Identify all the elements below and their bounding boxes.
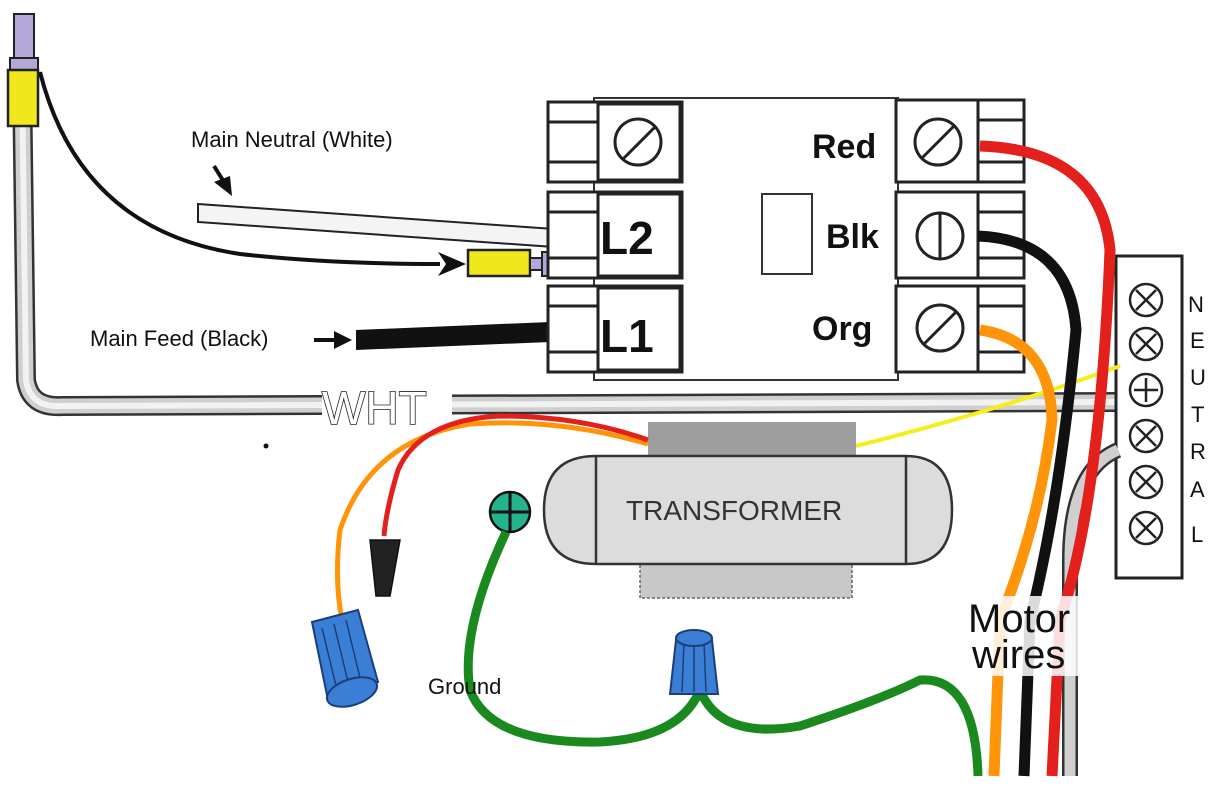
black-jumper-wire bbox=[38, 71, 441, 266]
transformer-orange-lead bbox=[334, 420, 649, 621]
neutral-bar bbox=[1114, 254, 1184, 580]
main-neutral-arrow bbox=[212, 164, 232, 196]
neutral-letter: L bbox=[1191, 522, 1203, 547]
neutral-screw-icon bbox=[1128, 282, 1164, 318]
wire-nut-left bbox=[310, 608, 380, 708]
main-neutral-label: Main Neutral (White) bbox=[191, 127, 393, 152]
white-sheath-wire bbox=[12, 68, 1130, 417]
main-neutral-wire bbox=[197, 202, 598, 252]
wht-label: WHT bbox=[322, 382, 427, 434]
yellow-transformer-wire bbox=[855, 364, 1121, 448]
terminal-l1-label: L1 bbox=[600, 310, 654, 362]
stray-dot bbox=[263, 443, 269, 449]
ground-screw-icon bbox=[488, 490, 532, 534]
main-feed-label: Main Feed (Black) bbox=[90, 326, 269, 351]
neutral-screw-icon bbox=[1128, 418, 1164, 454]
neutral-screw-icon bbox=[1128, 464, 1164, 500]
motor-red-wire bbox=[979, 140, 1116, 777]
neutral-letter: T bbox=[1191, 402, 1204, 427]
terminal-blk-label: Blk bbox=[826, 218, 879, 256]
top-left-butt-connector bbox=[6, 13, 40, 128]
neutral-letter: A bbox=[1190, 477, 1205, 502]
neutral-letter: N bbox=[1188, 292, 1204, 317]
blk-terminal-screw-icon bbox=[915, 211, 965, 261]
transformer-label: TRANSFORMER bbox=[626, 495, 842, 526]
neutral-screw-icon bbox=[1128, 372, 1164, 408]
terminal-red-label: Red bbox=[812, 128, 876, 166]
neutral-letter: E bbox=[1190, 328, 1205, 353]
neutral-screw-icon bbox=[1128, 510, 1164, 546]
red-terminal-screw-icon bbox=[913, 117, 963, 167]
main-feed-arrow bbox=[314, 331, 352, 349]
neutral-gray-wire-core bbox=[1064, 444, 1121, 776]
black-jumper-arrow bbox=[438, 252, 466, 276]
transformer bbox=[542, 422, 954, 599]
relay-left-terminals bbox=[546, 100, 684, 374]
top-left-screw-icon bbox=[613, 117, 663, 167]
wht-label-gap bbox=[322, 388, 452, 422]
ground-label: Ground bbox=[428, 674, 501, 699]
motor-label-line2: wires bbox=[971, 633, 1065, 677]
neutral-letter: R bbox=[1190, 439, 1206, 464]
wire-nut-center bbox=[668, 629, 720, 695]
motor-black-wire bbox=[977, 230, 1082, 777]
neutral-screw-icon bbox=[1128, 326, 1164, 362]
neutral-letter: U bbox=[1190, 365, 1206, 390]
motor-label-line1: Motor bbox=[968, 597, 1070, 641]
terminal-l2-label: L2 bbox=[600, 212, 654, 264]
terminal-org-label: Org bbox=[812, 310, 872, 348]
main-feed-wire bbox=[356, 320, 598, 350]
transformer-red-lead bbox=[381, 413, 649, 537]
org-terminal-screw-icon bbox=[915, 303, 965, 353]
red-lead-terminal bbox=[369, 539, 401, 597]
motor-orange-wire bbox=[979, 324, 1058, 777]
motor-label-backing bbox=[966, 596, 1094, 676]
